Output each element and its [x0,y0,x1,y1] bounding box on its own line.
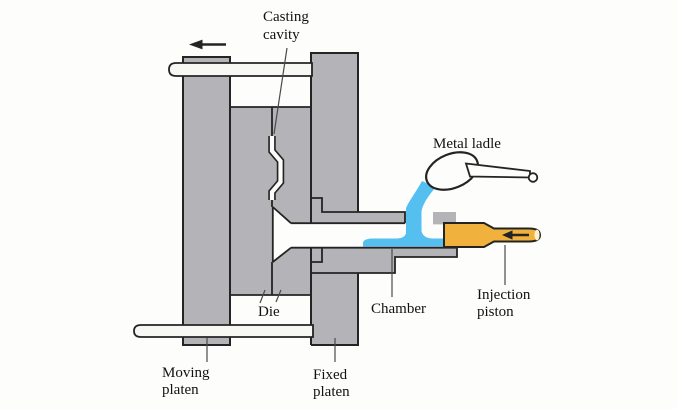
chamber-cap-flange [433,212,456,224]
molten-metal-stream [363,181,443,247]
fixed-platen-label-line2: platen [313,384,350,400]
casting-cavity-label-line2: cavity [263,27,300,43]
die-half-right [272,107,312,295]
die-leaders [259,289,282,304]
chamber-top-step-outline [310,187,406,224]
moving-platen-label-line2: platen [162,382,199,398]
moving-platen-outline [182,56,231,346]
moving-platen-body [183,57,230,345]
platen-motion-arrow-head-icon [189,39,203,50]
tie-bar-top [168,62,313,77]
die-label: Die [258,304,280,320]
ladle-bowl [425,151,479,191]
injection-piston-label-line2: piston [477,304,514,320]
metal-ladle-group [425,151,539,191]
fixed-platen-outline [310,52,359,346]
shot-sleeve-bore [272,207,443,262]
chamber-bottom-step-outline [311,248,458,274]
die-half-left [230,107,272,295]
casting-cavity-channel [269,136,283,200]
chamber-top-wall [311,198,405,223]
fixed-platen-label-line1: Fixed [313,367,348,383]
ladle-handle-end [527,172,539,183]
ladle-handle [464,162,531,179]
injection-piston-group [443,222,542,248]
metal-ladle-label: Metal ladle [433,136,501,152]
piston-motion-arrow-head-icon [502,230,513,240]
injection-piston-label-line1: Injection [477,287,531,303]
die-top-gap [230,76,312,107]
piston-rod-tip-highlight [534,229,540,241]
chamber-bottom-wall [311,247,457,273]
casting-cavity-leader [273,47,288,135]
moving-platen-label-line1: Moving [162,365,210,381]
chamber-label: Chamber [371,301,426,317]
casting-cavity-label-line1: Casting [263,9,309,25]
injection-piston-body [443,222,542,248]
tie-bar-bottom [133,324,314,338]
die-outline [230,106,312,296]
